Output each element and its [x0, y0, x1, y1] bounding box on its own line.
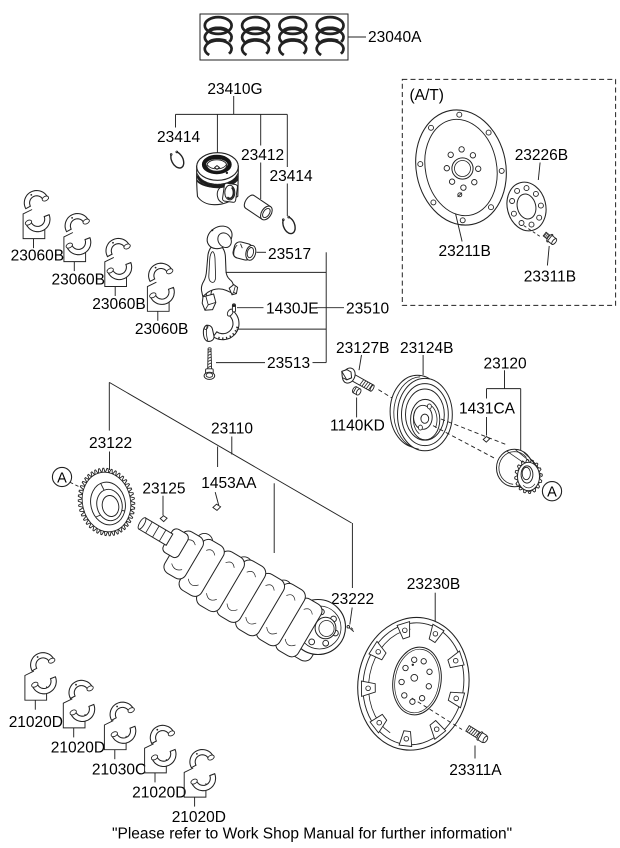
svg-text:23222: 23222 [331, 591, 374, 608]
svg-text:23311B: 23311B [524, 269, 576, 286]
svg-text:23060B: 23060B [11, 248, 64, 265]
svg-text:23060B: 23060B [52, 271, 105, 288]
svg-text:"Please refer to Work Shop Man: "Please refer to Work Shop Manual for fu… [112, 826, 512, 843]
svg-text:A: A [57, 470, 67, 486]
svg-text:23110: 23110 [211, 421, 253, 438]
svg-text:23230B: 23230B [407, 576, 460, 593]
svg-text:A: A [547, 485, 557, 501]
svg-text:23513: 23513 [267, 355, 310, 372]
svg-text:23414: 23414 [270, 168, 313, 185]
svg-text:23517: 23517 [268, 246, 311, 263]
svg-text:23127B: 23127B [336, 340, 389, 357]
svg-text:21020D: 21020D [9, 714, 63, 731]
svg-text:21020D: 21020D [172, 809, 226, 826]
svg-text:23412: 23412 [241, 147, 284, 164]
svg-text:23211B: 23211B [439, 243, 491, 260]
svg-text:23120: 23120 [484, 356, 527, 373]
svg-text:21020D: 21020D [51, 740, 105, 757]
svg-text:1430JE: 1430JE [266, 301, 319, 318]
svg-text:21020D: 21020D [132, 785, 186, 802]
svg-text:23226B: 23226B [515, 147, 568, 164]
svg-text:(A/T): (A/T) [410, 87, 444, 104]
svg-text:21030C: 21030C [92, 762, 146, 779]
svg-text:23311A: 23311A [449, 762, 502, 779]
svg-text:23124B: 23124B [400, 340, 453, 357]
svg-text:23060B: 23060B [92, 296, 145, 313]
svg-text:23414: 23414 [157, 129, 200, 146]
svg-text:23125: 23125 [142, 481, 185, 498]
svg-text:23410G: 23410G [207, 81, 262, 98]
svg-text:1453AA: 1453AA [201, 475, 257, 492]
svg-text:1140KD: 1140KD [330, 418, 385, 435]
svg-text:1431CA: 1431CA [459, 401, 516, 418]
svg-text:23060B: 23060B [135, 321, 188, 338]
svg-text:23122: 23122 [89, 435, 132, 452]
svg-text:23040A: 23040A [368, 29, 422, 46]
svg-text:23510: 23510 [346, 301, 389, 318]
